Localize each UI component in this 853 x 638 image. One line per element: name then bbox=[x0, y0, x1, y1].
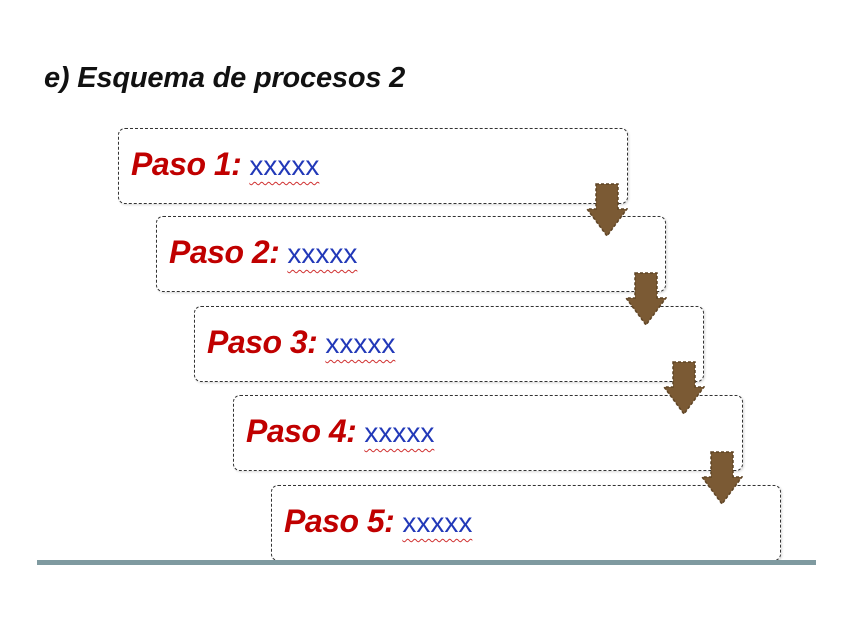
step-box-3: Paso 3:xxxxx bbox=[194, 306, 704, 382]
step-label: Paso 2: bbox=[169, 234, 280, 270]
step-box-4: Paso 4:xxxxx bbox=[233, 395, 743, 471]
step-line-5: Paso 5:xxxxx bbox=[284, 503, 472, 546]
step-value: xxxxx bbox=[249, 150, 320, 181]
down-arrow-icon bbox=[625, 272, 667, 326]
step-label: Paso 3: bbox=[207, 324, 318, 360]
step-value: xxxxx bbox=[364, 417, 435, 448]
step-value: xxxxx bbox=[325, 328, 396, 359]
step-line-2: Paso 2:xxxxx bbox=[169, 234, 357, 277]
step-line-1: Paso 1:xxxxx bbox=[131, 146, 319, 189]
step-line-4: Paso 4:xxxxx bbox=[246, 413, 434, 456]
slide-footer-rule bbox=[37, 560, 816, 565]
down-arrow-icon bbox=[663, 361, 705, 415]
step-label: Paso 4: bbox=[246, 413, 357, 449]
diagram-title: e) Esquema de procesos 2 bbox=[44, 62, 406, 94]
step-value: xxxxx bbox=[402, 507, 473, 538]
step-label: Paso 5: bbox=[284, 503, 395, 539]
step-box-5: Paso 5:xxxxx bbox=[271, 485, 781, 561]
down-arrow-icon bbox=[586, 183, 628, 237]
step-label: Paso 1: bbox=[131, 146, 242, 182]
step-box-1: Paso 1:xxxxx bbox=[118, 128, 628, 204]
step-line-3: Paso 3:xxxxx bbox=[207, 324, 395, 367]
step-box-2: Paso 2:xxxxx bbox=[156, 216, 666, 292]
step-value: xxxxx bbox=[287, 238, 358, 269]
down-arrow-icon bbox=[701, 451, 743, 505]
